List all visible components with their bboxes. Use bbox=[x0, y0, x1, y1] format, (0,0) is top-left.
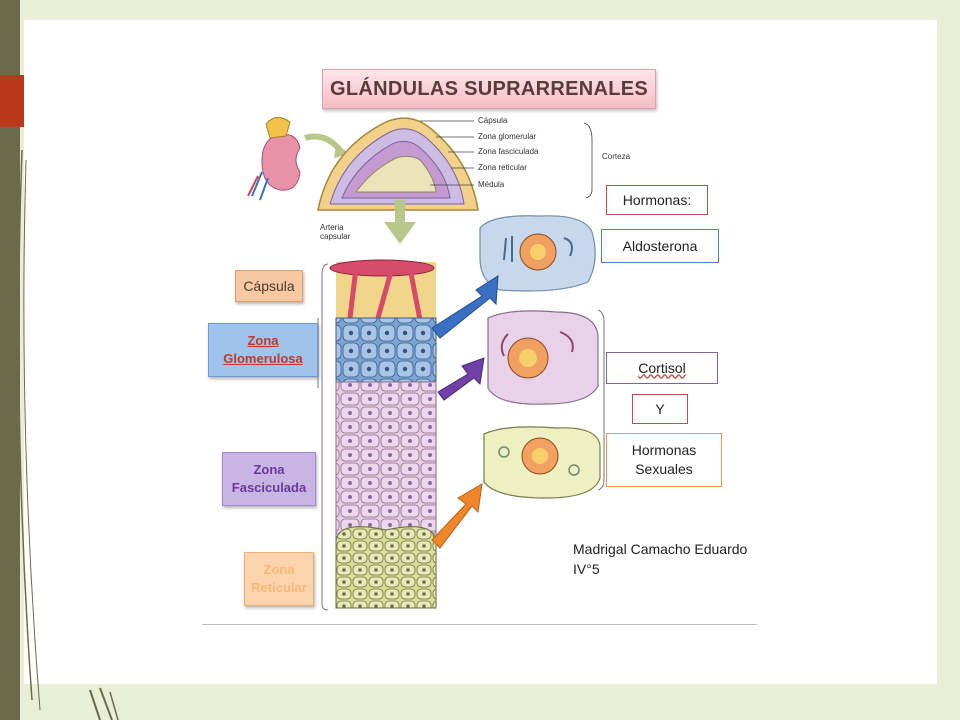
gland-cross-section bbox=[317, 117, 479, 211]
accent-block bbox=[0, 75, 24, 127]
author-group: IV°5 bbox=[573, 561, 600, 577]
zone-fasciculada-label: Zona Fasciculada bbox=[231, 462, 307, 495]
label-zona-reticular-small: Zona reticular bbox=[478, 163, 527, 172]
hormonas-sexuales-box: Hormonas Sexuales bbox=[606, 433, 722, 487]
arrow-fasciculada bbox=[437, 357, 485, 401]
left-accent-bar bbox=[0, 0, 20, 720]
fasciculada-cell bbox=[487, 310, 599, 405]
arrow-glomerulosa bbox=[431, 275, 499, 339]
glomerulosa-cell bbox=[479, 215, 596, 292]
reticular-cell bbox=[483, 426, 601, 499]
divider-line bbox=[202, 624, 757, 625]
zone-capsula-box: Cápsula bbox=[235, 270, 303, 302]
arrow-reticular bbox=[431, 483, 483, 549]
hormonas-sexuales-label: Hormonas Sexuales bbox=[631, 442, 697, 477]
zone-capsula-label: Cápsula bbox=[243, 277, 295, 294]
hormonas-header-box: Hormonas: bbox=[606, 185, 708, 215]
zone-fasciculada-box: Zona Fasciculada bbox=[222, 452, 316, 506]
zone-reticular-box: Zona Reticular bbox=[244, 552, 314, 606]
label-zona-fasciculada-small: Zona fasciculada bbox=[478, 147, 539, 156]
y-box: Y bbox=[632, 394, 688, 424]
cortisol-label: Cortisol bbox=[638, 359, 686, 376]
aldosterona-box: Aldosterona bbox=[601, 229, 719, 263]
label-zona-glomerular: Zona glomerular bbox=[478, 132, 537, 141]
zone-glomerulosa-label: Zona Glomerulosa bbox=[223, 333, 303, 366]
content-panel bbox=[24, 20, 937, 684]
label-arteria-capsular: Arteria capsular bbox=[320, 223, 351, 241]
hormonas-header-label: Hormonas: bbox=[622, 191, 692, 208]
zone-glomerulosa-box: Zona Glomerulosa bbox=[208, 323, 318, 377]
author-name: Madrigal Camacho Eduardo bbox=[573, 541, 748, 557]
aldosterona-label: Aldosterona bbox=[622, 237, 698, 254]
label-capsula-small: Cápsula bbox=[478, 116, 508, 125]
cortisol-box: Cortisol bbox=[606, 352, 718, 384]
zone-reticular-label: Zona Reticular bbox=[251, 562, 307, 595]
kidney-illustration bbox=[247, 117, 301, 201]
histology-column bbox=[329, 259, 437, 609]
y-label: Y bbox=[655, 400, 665, 417]
label-corteza: Corteza bbox=[602, 152, 631, 161]
diagram-title: GLÁNDULAS SUPRARRENALES bbox=[322, 69, 656, 109]
label-medula: Médula bbox=[478, 180, 505, 189]
